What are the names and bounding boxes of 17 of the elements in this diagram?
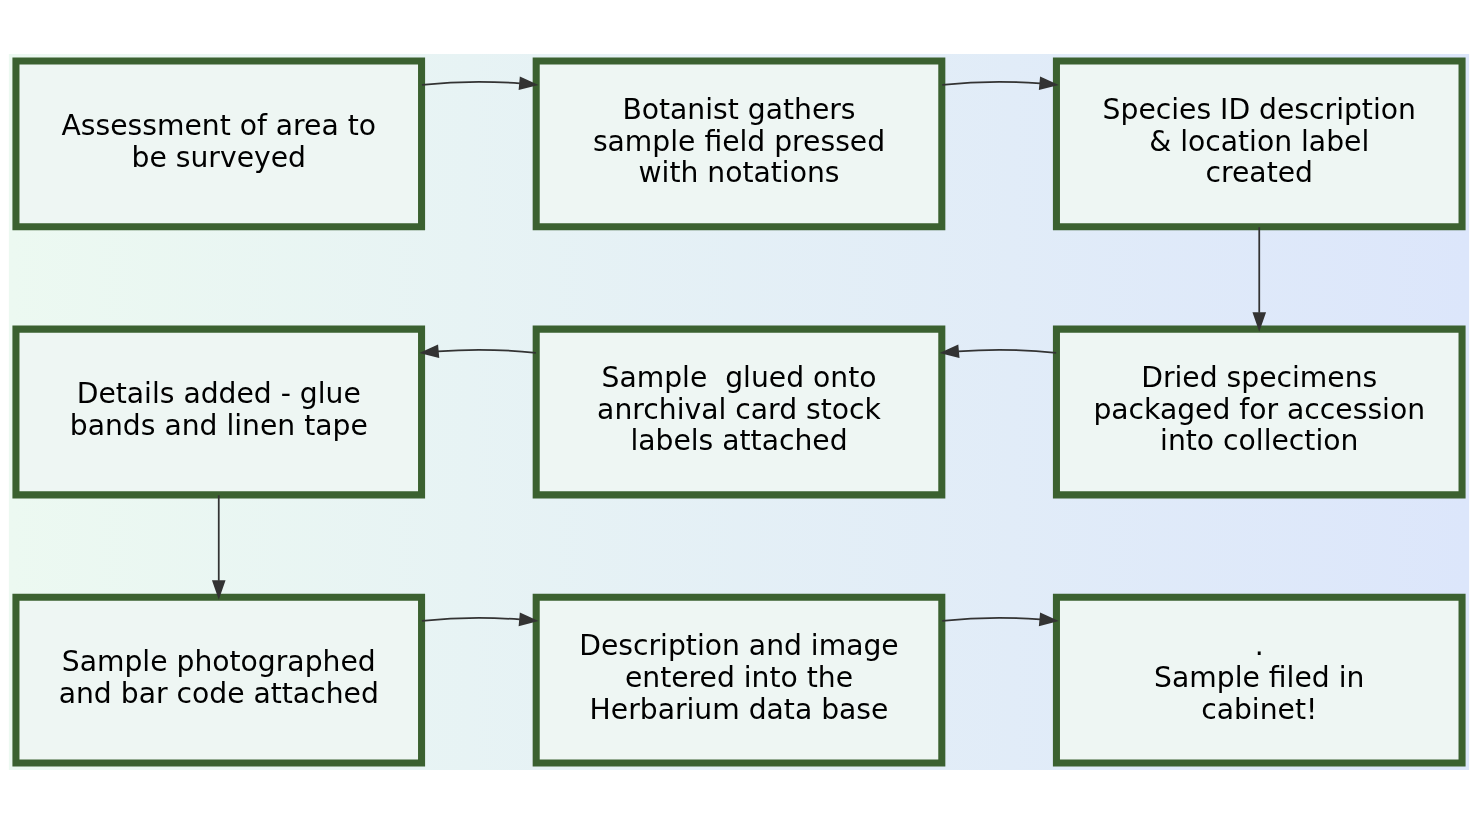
node-box: Botanist gathers sample field pressed with notations (532, 57, 946, 231)
node-box: Details added - glue bands and linen tape (12, 325, 426, 499)
node-box: Dried specimens packaged for accession into collection (1052, 325, 1466, 499)
node-box: . Sample filed in cabinet! (1052, 593, 1466, 767)
node-box: Assessment of area to be surveyed (12, 57, 426, 231)
arrow (421, 76, 539, 91)
arrow (941, 76, 1059, 91)
arrow (211, 494, 226, 600)
node-box: Sample glued onto anrchival card stock labels attached (532, 325, 946, 499)
arrow (419, 344, 537, 359)
arrow (941, 612, 1059, 627)
node-box: Species ID description & location label created (1052, 57, 1466, 231)
node-box: Sample photographed and bar code attached (12, 593, 426, 767)
arrow (939, 344, 1058, 359)
arrow (421, 612, 539, 627)
node-box: Description and image entered into the Herbarium data base (532, 593, 946, 767)
arrow (1252, 226, 1267, 332)
